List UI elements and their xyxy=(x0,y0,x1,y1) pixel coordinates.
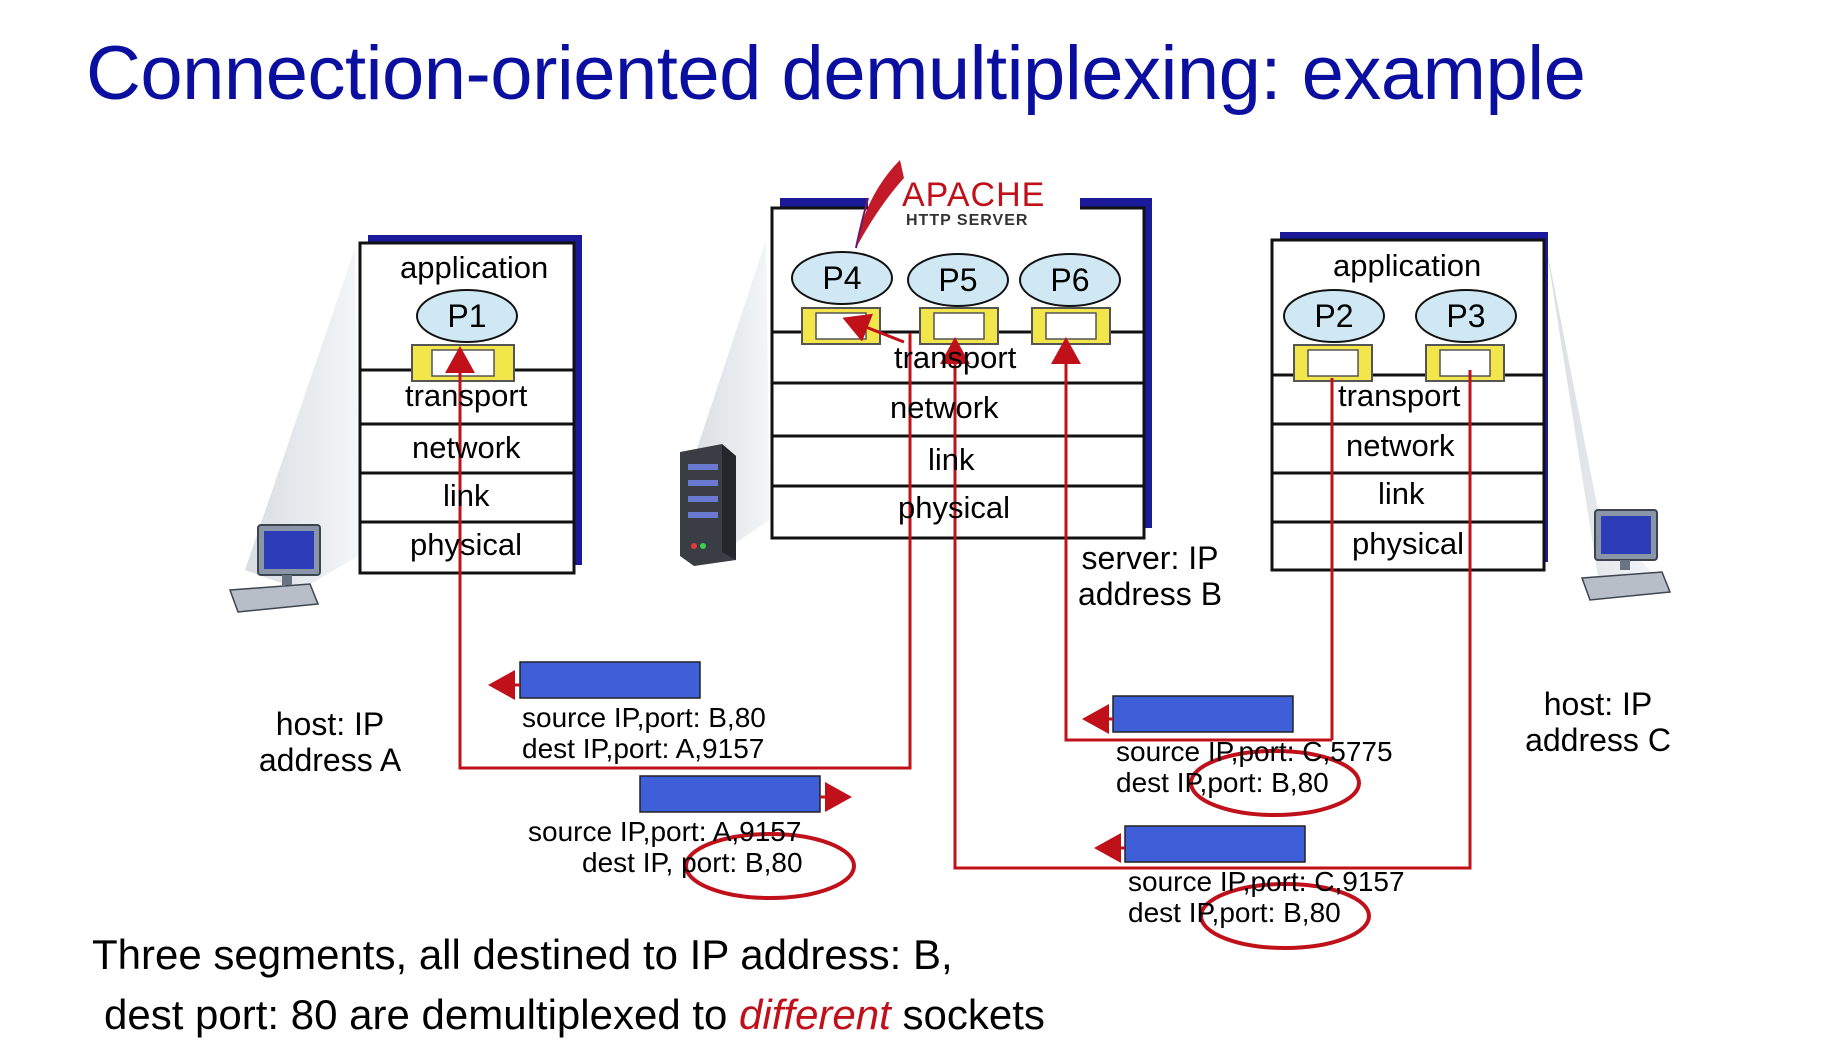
server-tower-icon xyxy=(680,444,736,566)
host-a-layer-link: link xyxy=(443,478,490,513)
path-c-to-p6 xyxy=(1051,337,1332,742)
segment-4-source: source IP,port: C,9157 xyxy=(1128,866,1405,897)
host-a-label-line1: host: IP xyxy=(275,706,385,742)
process-p1-label: P1 xyxy=(447,298,487,334)
host-c-layer-physical: physical xyxy=(1352,526,1464,561)
segment-bar-4 xyxy=(1124,825,1306,863)
process-p6-label: P6 xyxy=(1050,262,1090,298)
process-p3 xyxy=(1415,289,1517,343)
host-a-beam xyxy=(245,248,360,590)
host-a-layer-transport: transport xyxy=(405,378,528,413)
caption-line1: Three segments, all destined to IP addre… xyxy=(92,931,953,978)
caption-line2-start: dest port: 80 are demultiplexed to xyxy=(104,991,740,1038)
process-p6 xyxy=(1019,253,1121,307)
host-c-label-line2: address C xyxy=(1525,722,1671,758)
highlight-dest-port-seg4 xyxy=(1199,882,1371,950)
caption: Three segments, all destined to IP addre… xyxy=(92,925,1045,1045)
apache-logo-name: APACHE xyxy=(902,176,1046,214)
host-c-layer-network: network xyxy=(1346,428,1455,463)
server-label: server: IP address B xyxy=(1060,540,1240,612)
segment-4-text: source IP,port: C,9157 dest IP,port: B,8… xyxy=(1128,866,1405,928)
process-p1 xyxy=(416,289,518,343)
socket-p5 xyxy=(919,307,999,345)
server-layer-transport: transport xyxy=(894,340,1017,375)
apache-logo-sub: HTTP SERVER xyxy=(906,212,1029,229)
socket-p4 xyxy=(801,307,881,345)
host-a-layer-network: network xyxy=(412,430,521,465)
server-label-line1: server: IP xyxy=(1081,540,1219,576)
server-label-line2: address B xyxy=(1077,576,1223,612)
process-p4-label: P4 xyxy=(822,260,862,296)
segment-bar-1 xyxy=(519,661,701,699)
host-c-layer-application: application xyxy=(1333,248,1482,283)
process-p2 xyxy=(1283,289,1385,343)
host-a-label-line2: address A xyxy=(258,742,402,778)
segment-1-source: source IP,port: B,80 xyxy=(522,702,766,733)
slide-title: Connection-oriented demultiplexing: exam… xyxy=(86,31,1586,116)
server-layer-physical: physical xyxy=(898,490,1010,525)
host-c-label-line1: host: IP xyxy=(1543,686,1653,722)
path-to-p4-socket xyxy=(842,313,905,344)
socket-p3 xyxy=(1425,344,1505,382)
process-p4 xyxy=(791,251,893,305)
caption-emphasis: different xyxy=(739,991,891,1038)
segment-bar-2 xyxy=(639,775,821,813)
host-a-layer-application: application xyxy=(400,250,549,285)
host-a-label: host: IP address A xyxy=(240,706,420,778)
socket-p2 xyxy=(1293,344,1373,382)
path-a-to-p4 xyxy=(445,333,912,770)
host-c-label: host: IP address C xyxy=(1508,686,1688,758)
highlight-dest-port-seg3 xyxy=(1189,749,1361,817)
segment-3-dest: dest IP,port: B,80 xyxy=(1116,767,1329,798)
process-p2-label: P2 xyxy=(1314,298,1354,334)
host-c-layer-link: link xyxy=(1378,476,1425,511)
segment-2-text: source IP,port: A,9157 dest IP, port: B,… xyxy=(528,816,803,878)
process-p5 xyxy=(907,253,1009,307)
segment-1-dest: dest IP,port: A,9157 xyxy=(522,733,765,764)
desktop-computer-c-icon xyxy=(1580,509,1672,601)
caption-line2: dest port: 80 are demultiplexed to diffe… xyxy=(92,985,1045,1045)
segment-bar-3 xyxy=(1112,695,1294,733)
segment-4-dest: dest IP,port: B,80 xyxy=(1128,897,1341,928)
segment-1-text: source IP,port: B,80 dest IP,port: A,915… xyxy=(522,702,766,764)
host-a-layer-physical: physical xyxy=(410,527,522,562)
segment-3-source: source IP,port: C,5775 xyxy=(1116,736,1393,767)
segment-3-text: source IP,port: C,5775 dest IP,port: B,8… xyxy=(1116,736,1393,798)
server-layer-link: link xyxy=(928,442,975,477)
process-p3-label: P3 xyxy=(1446,298,1486,334)
host-c-layer-transport: transport xyxy=(1338,378,1461,413)
process-p5-label: P5 xyxy=(938,262,978,298)
caption-line2-end: sockets xyxy=(890,991,1045,1038)
socket-p1 xyxy=(411,344,515,382)
path-c-to-p5 xyxy=(940,337,1472,870)
socket-p6 xyxy=(1031,307,1111,345)
segment-2-dest: dest IP, port: B,80 xyxy=(582,847,803,878)
desktop-computer-a-icon xyxy=(228,524,321,613)
segment-2-source: source IP,port: A,9157 xyxy=(528,816,802,847)
apache-feather-icon xyxy=(855,160,904,249)
highlight-dest-port-seg2 xyxy=(684,832,856,900)
server-layer-network: network xyxy=(890,390,999,425)
